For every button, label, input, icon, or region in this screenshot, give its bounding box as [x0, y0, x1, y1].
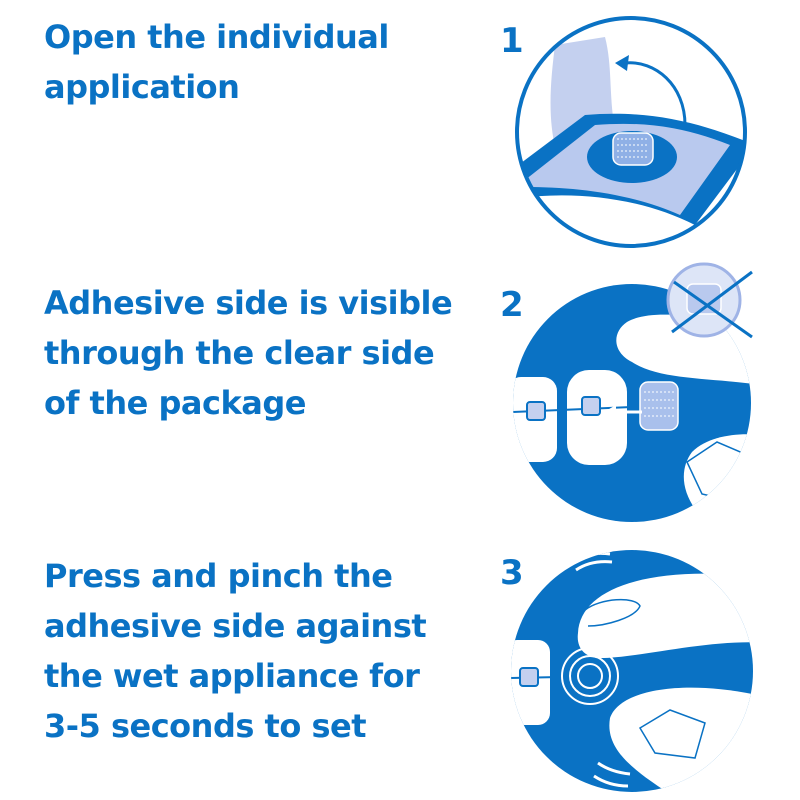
step-1-line-2: application — [44, 68, 240, 106]
step-3-number: 3 — [500, 553, 524, 593]
step-3-line-3: the wet appliance for — [44, 657, 420, 695]
step-2-number: 2 — [500, 285, 524, 325]
step-3-instruction: Press and pinch the adhesive side agains… — [44, 551, 427, 751]
step-3-line-2: adhesive side against — [44, 607, 427, 645]
step-1-instruction: Open the individual application — [44, 12, 389, 112]
step-1-number: 1 — [500, 21, 524, 61]
step-2-instruction: Adhesive side is visible through the cle… — [44, 278, 453, 428]
pinch-press-icon — [511, 550, 753, 792]
step-2-line-2: through the clear side — [44, 334, 435, 372]
apply-adhesive-to-brace-icon — [513, 262, 753, 522]
step-2-line-3: of the package — [44, 384, 306, 422]
step-3-line-4: 3-5 seconds to set — [44, 707, 367, 745]
step-1-line-1: Open the individual — [44, 18, 389, 56]
peel-open-package-icon — [515, 16, 747, 248]
step-3-line-1: Press and pinch the — [44, 557, 393, 595]
step-2-line-1: Adhesive side is visible — [44, 284, 453, 322]
